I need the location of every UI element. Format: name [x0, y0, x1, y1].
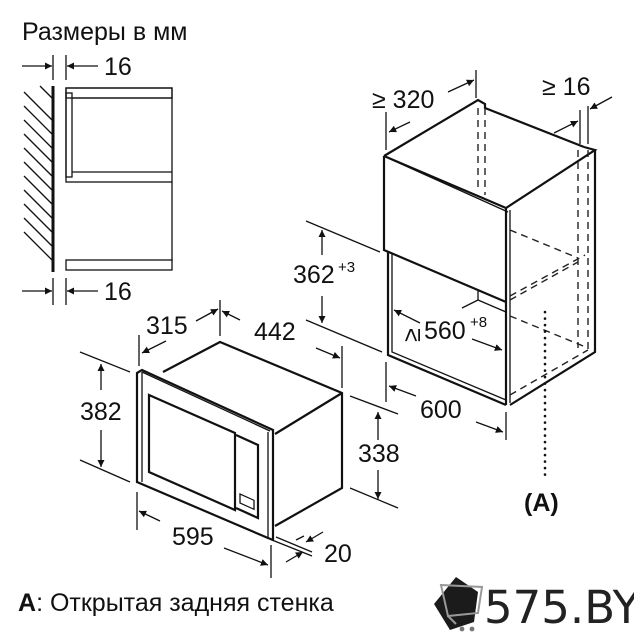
watermark-text: 575.BY — [484, 581, 634, 634]
shopping-cart-icon — [434, 577, 484, 632]
dim-appliance-front-height: 382 — [80, 398, 122, 426]
appliance-drawing: 315 442 382 338 595 20 — [79, 300, 400, 578]
dim-niche-width-tolerance: +8 — [470, 314, 487, 331]
dim-cabinet-width: 600 — [420, 396, 462, 424]
dim-niche-width-prefix: ≥ — [398, 328, 426, 342]
dim-appliance-body-width: 442 — [254, 318, 296, 346]
legend: A: Открытая задняя стенка — [18, 589, 334, 617]
open-back-marker: (A) — [524, 489, 559, 517]
cabinet-drawing: ≥ 320 ≥ 16 362 +3 ≥ 560 +8 600 (A) — [293, 70, 613, 517]
watermark-logo: 575.BY — [434, 577, 634, 634]
wall-hatch — [23, 85, 55, 272]
dim-cabinet-depth: ≥ 320 — [372, 86, 434, 114]
diagram-title: Размеры в мм — [22, 18, 187, 46]
dim-appliance-front-width: 595 — [172, 523, 214, 551]
dim-appliance-body-height: 338 — [358, 440, 400, 468]
dim-niche-height-tolerance: +3 — [338, 259, 355, 276]
side-view: 16 16 — [22, 53, 173, 306]
dim-appliance-depth: 315 — [146, 312, 188, 340]
dim-bottom-gap: 16 — [104, 278, 132, 306]
legend-text: A: Открытая задняя стенка — [18, 589, 334, 617]
dim-back-gap: ≥ 16 — [542, 73, 590, 101]
dim-appliance-front-thickness: 20 — [324, 540, 352, 568]
dim-niche-height: 362 — [293, 261, 335, 289]
dim-niche-width: 560 — [424, 317, 466, 345]
dim-top-gap: 16 — [104, 53, 132, 81]
